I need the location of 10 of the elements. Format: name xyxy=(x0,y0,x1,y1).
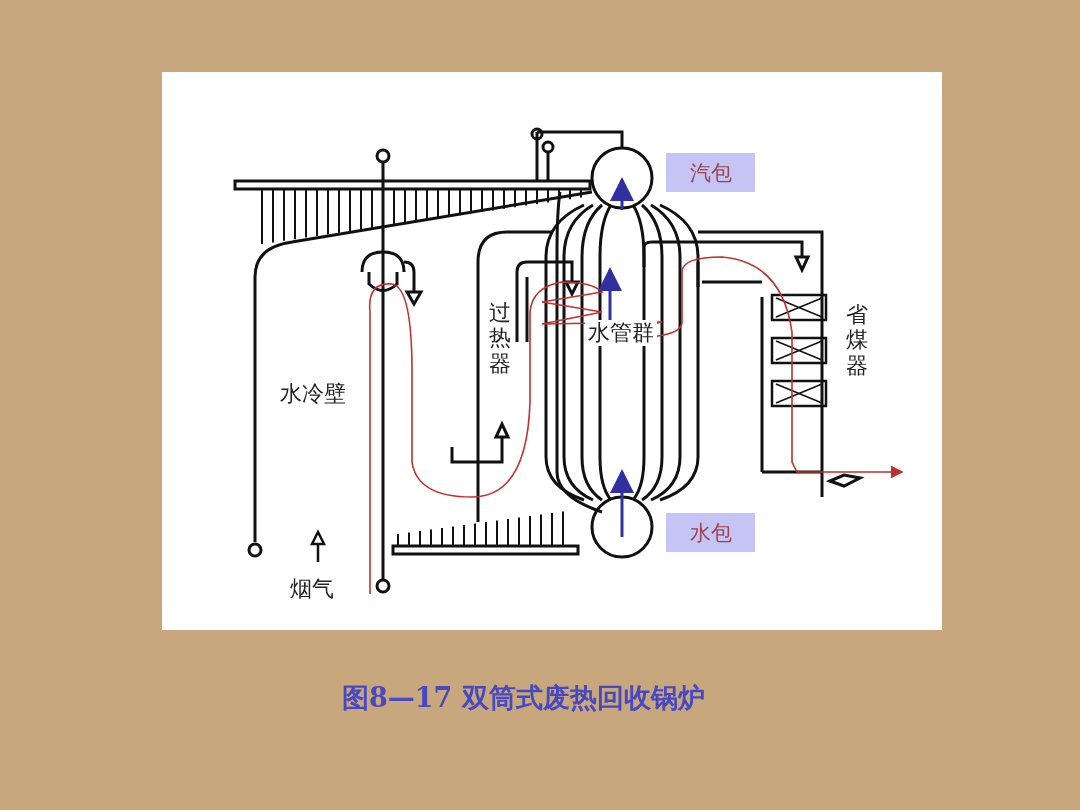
part-label: 汽包 xyxy=(689,159,732,187)
part-label: 过热器 xyxy=(488,300,512,376)
figure-caption: 图8—17 双筒式废热回收锅炉 xyxy=(342,681,705,715)
part-label: 水冷壁 xyxy=(280,382,346,407)
label-box xyxy=(666,513,755,552)
label-box xyxy=(666,153,755,192)
part-label: 水包 xyxy=(689,519,732,547)
part-label: 水管群 xyxy=(585,320,657,347)
part-label: 省煤器 xyxy=(845,302,869,378)
part-label: 烟气 xyxy=(290,577,334,602)
